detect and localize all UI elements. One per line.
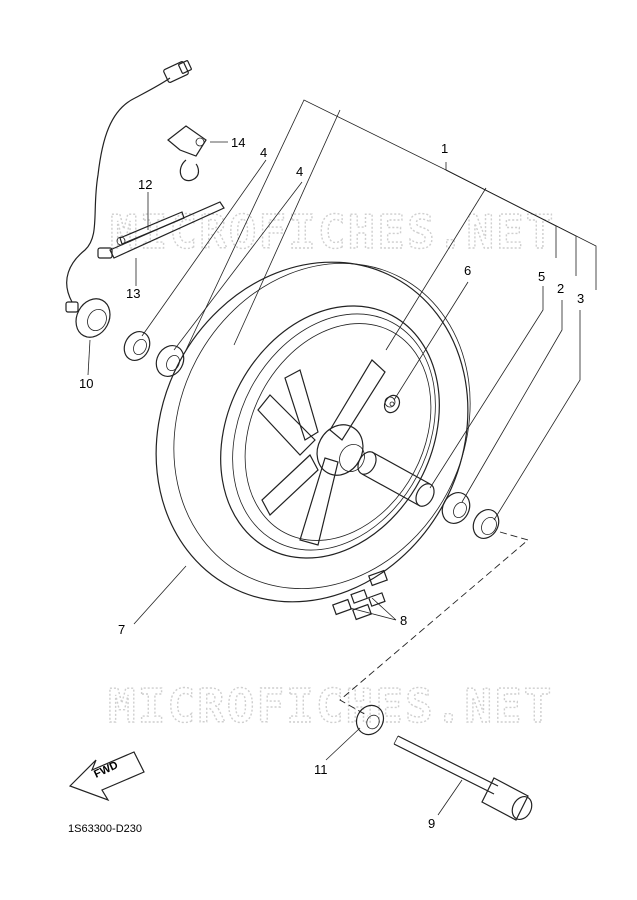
- callout-9: 9: [428, 816, 435, 831]
- watermark-bottom: MICROFICHES.NET: [108, 679, 553, 733]
- callout-4b: 4: [296, 164, 303, 179]
- clamp-part: [167, 125, 207, 182]
- callout-3: 3: [577, 291, 584, 306]
- callout-1: 1: [441, 141, 448, 156]
- watermark-top: MICROFICHES.NET: [110, 205, 555, 259]
- sensor-lead-wire: [66, 60, 192, 303]
- collar-11: [355, 704, 385, 736]
- callout-4a: 4: [260, 145, 267, 160]
- callout-6: 6: [464, 263, 471, 278]
- wheel-assembly: [155, 261, 471, 603]
- diagram-code: 1S63300-D230: [68, 823, 142, 835]
- callout-11: 11: [314, 762, 328, 777]
- callout-2: 2: [557, 281, 564, 296]
- callout-12: 12: [138, 177, 152, 192]
- bearing-left-2: [155, 345, 185, 377]
- bearing-right: [441, 492, 471, 524]
- cable-tie-13: [97, 201, 225, 259]
- callout-5: 5: [538, 269, 545, 284]
- collar-part: [357, 451, 435, 507]
- oil-seal-right: [472, 509, 500, 539]
- callout-numbers: 1 2 3 4 4 5 6 7 8 9 10 11 12 13 14: [79, 135, 584, 831]
- fwd-label: FWD: [92, 759, 120, 780]
- callout-7: 7: [118, 622, 125, 637]
- fwd-arrow: FWD: [68, 751, 145, 802]
- valve-part: [383, 394, 401, 414]
- bearing-left-1: [123, 331, 151, 361]
- balance-weights: [332, 569, 388, 621]
- leader-lines: [87, 99, 597, 816]
- callout-13: 13: [126, 286, 140, 301]
- axle-part: [393, 735, 533, 821]
- speed-sensor: [65, 298, 111, 338]
- callout-14: 14: [231, 135, 245, 150]
- callout-10: 10: [79, 376, 93, 391]
- callout-8: 8: [400, 613, 407, 628]
